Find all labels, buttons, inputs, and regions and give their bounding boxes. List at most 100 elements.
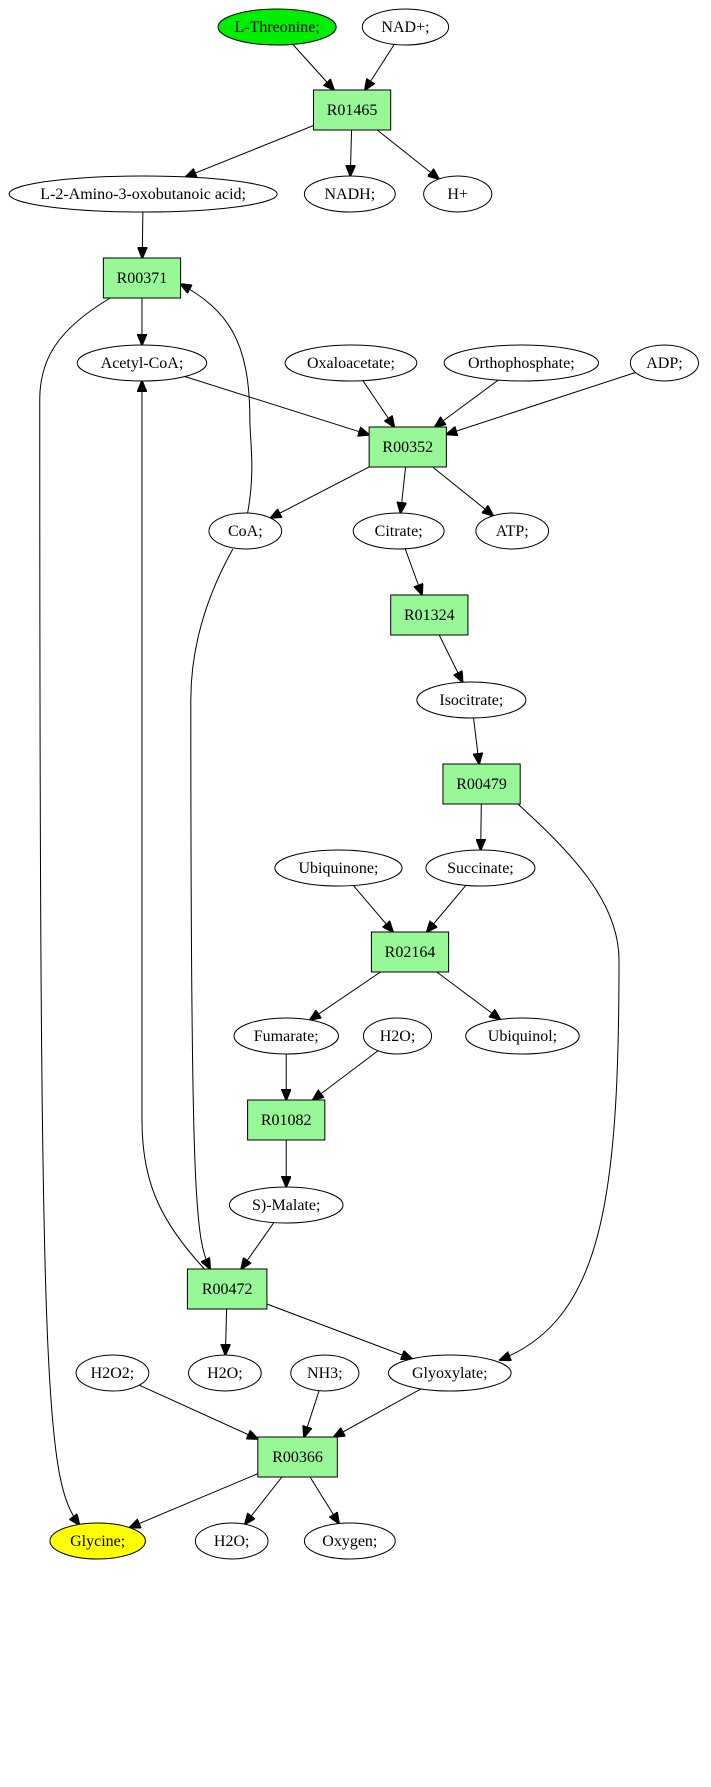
edge-r00366-oxy	[309, 1476, 339, 1524]
reaction-box	[368, 426, 447, 468]
node-oxa: Oxaloacetate;	[284, 344, 418, 382]
metabolite-ellipse	[361, 8, 450, 46]
metabolite-ellipse	[629, 344, 700, 382]
node-label: Ubiquinone;	[298, 860, 378, 877]
edge-r00352-cit	[401, 466, 406, 513]
metabolite-ellipse	[443, 344, 600, 382]
node-label: R00479	[456, 776, 507, 793]
node-label: ATP;	[496, 523, 529, 540]
node-adp: ADP;	[629, 344, 700, 382]
edge-r01465-nadh	[350, 129, 351, 176]
node-label: Fumarate;	[254, 1028, 319, 1045]
edge-r00472-h2o_b	[225, 1308, 226, 1355]
edges-layer	[39, 44, 636, 1528]
node-label: R00352	[382, 439, 433, 456]
node-label: NH3;	[307, 1365, 343, 1382]
metabolite-ellipse	[425, 849, 536, 887]
edge-ubq-r02164	[352, 885, 393, 932]
edge-ortho-r00352	[435, 379, 499, 427]
node-label: R02164	[385, 944, 436, 961]
metabolite-ellipse	[194, 1522, 269, 1560]
edge-r00472-glyox	[266, 1303, 412, 1359]
edge-h2o2-r00366	[139, 1384, 258, 1439]
metabolite-ellipse	[8, 175, 278, 213]
node-atp: ATP;	[475, 512, 550, 550]
edge-cit-r01324	[404, 548, 422, 595]
node-label: CoA;	[228, 523, 263, 540]
edge-r02164-ubql	[436, 971, 500, 1019]
node-r00352: R00352	[368, 426, 447, 468]
node-r00479: R00479	[442, 763, 521, 805]
node-label: H2O;	[214, 1533, 250, 1550]
node-label: Oxaloacetate;	[307, 355, 395, 372]
edge-r01465-hplus	[376, 129, 439, 179]
node-l2a: L-2-Amino-3-oxobutanoic acid;	[8, 175, 278, 213]
edge-r01324-icit	[438, 634, 462, 682]
metabolite-ellipse	[423, 175, 493, 213]
edge-coa-r00472	[190, 548, 234, 1269]
node-label: L-Threonine;	[234, 19, 319, 36]
node-gly: Glycine;	[49, 1522, 146, 1560]
node-label: H2O;	[207, 1365, 243, 1382]
metabolite-ellipse	[188, 1354, 262, 1392]
edge-oxa-r00352	[362, 380, 394, 427]
edge-mal-r00472	[241, 1222, 275, 1269]
edge-r00366-gly	[130, 1473, 259, 1528]
metabolite-ellipse	[465, 1017, 580, 1055]
metabolite-ellipse	[76, 344, 208, 382]
edge-icit-r00479	[474, 717, 480, 764]
node-nadh: NADH;	[303, 175, 396, 213]
metabolite-ellipse	[387, 1354, 512, 1392]
node-nad: NAD+;	[361, 8, 450, 46]
edge-r00472-acoa	[142, 381, 205, 1270]
node-r01082: R01082	[247, 1099, 326, 1141]
node-h2o2: H2O2;	[75, 1354, 150, 1392]
node-label: R00371	[117, 270, 168, 287]
node-coa: CoA;	[208, 512, 283, 550]
metabolite-ellipse	[217, 8, 337, 46]
node-label: H+	[447, 186, 468, 203]
node-nh3: NH3;	[290, 1354, 360, 1392]
node-icit: Isocitrate;	[416, 681, 527, 719]
edge-r01465-l2a	[186, 125, 314, 177]
edge-r00479-glyox	[500, 803, 620, 1360]
reaction-box	[102, 257, 182, 299]
node-r02164: R02164	[370, 931, 450, 973]
metabolite-ellipse	[208, 512, 283, 550]
node-h2o_c: H2O;	[194, 1522, 269, 1560]
node-label: R01082	[261, 1112, 312, 1129]
edge-glyox-r00366	[334, 1388, 422, 1437]
reaction-box	[390, 594, 469, 636]
reaction-box	[370, 931, 450, 973]
node-h2o_b: H2O;	[188, 1354, 262, 1392]
metabolite-ellipse	[290, 1354, 360, 1392]
metabolite-ellipse	[416, 681, 527, 719]
metabolite-ellipse	[274, 849, 403, 887]
metabolite-ellipse	[352, 512, 445, 550]
node-label: R00472	[202, 1281, 253, 1298]
node-label: Citrate;	[375, 523, 423, 540]
node-r01324: R01324	[390, 594, 469, 636]
metabolite-ellipse	[475, 512, 550, 550]
reaction-box	[442, 763, 521, 805]
metabolite-ellipse	[303, 1522, 396, 1560]
edge-h2o_a-r01082	[313, 1050, 379, 1100]
edge-thr-r01465	[292, 44, 334, 90]
node-mal: S)-Malate;	[228, 1186, 344, 1224]
node-label: ADP;	[646, 355, 682, 372]
edge-r00479-succ	[481, 803, 482, 850]
node-label: Ubiquinol;	[488, 1028, 557, 1045]
node-label: R01324	[404, 607, 455, 624]
edge-r00352-coa	[270, 466, 370, 518]
node-label: Orthophosphate;	[468, 355, 575, 372]
node-label: Acetyl-CoA;	[101, 355, 184, 372]
node-glyox: Glyoxylate;	[387, 1354, 512, 1392]
node-label: Succinate;	[447, 860, 514, 877]
node-label: L-2-Amino-3-oxobutanoic acid;	[40, 186, 246, 203]
edge-r00352-atp	[432, 466, 494, 516]
edge-nad-r01465	[365, 44, 395, 90]
node-label: Isocitrate;	[439, 692, 503, 709]
metabolite-ellipse	[233, 1017, 339, 1055]
node-label: H2O;	[380, 1028, 416, 1045]
